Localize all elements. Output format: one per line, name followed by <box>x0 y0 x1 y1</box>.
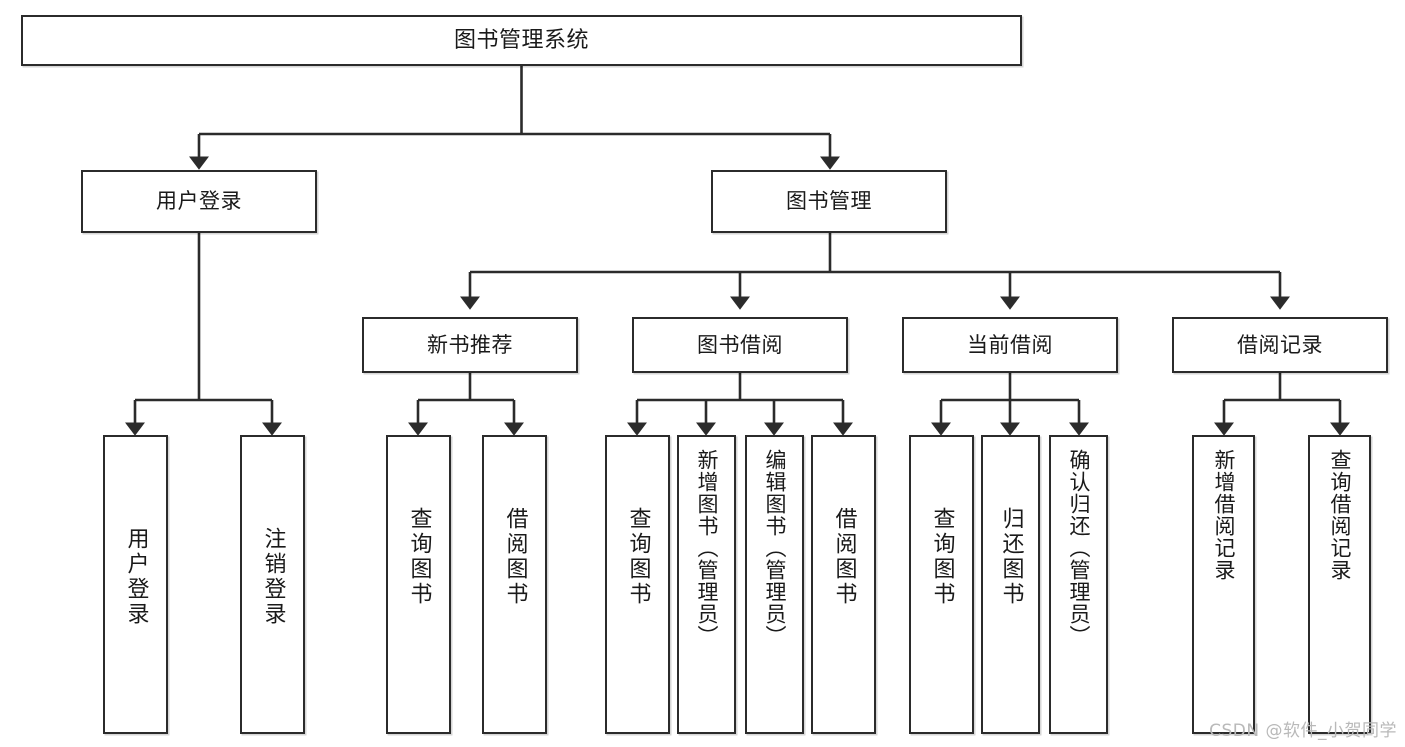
leaf-query-book-borrow[interactable]: 查询图书 <box>605 435 670 734</box>
leaf-edit-book-admin[interactable]: 编辑图书（管理员） <box>745 435 804 734</box>
node-label: 当前借阅 <box>967 332 1053 357</box>
node-root[interactable]: 图书管理系统 <box>21 15 1022 66</box>
node-label: 用户登录 <box>123 527 149 627</box>
node-label: 借阅图书 <box>831 507 857 607</box>
leaf-query-book-recommend[interactable]: 查询图书 <box>386 435 451 734</box>
node-label: 新增图书（管理员） <box>695 449 719 647</box>
node-label: 查询图书 <box>406 507 432 607</box>
node-label: 查询借阅记录 <box>1328 449 1352 581</box>
leaf-borrow-book[interactable]: 借阅图书 <box>811 435 876 734</box>
node-borrow-record[interactable]: 借阅记录 <box>1172 317 1388 373</box>
watermark: CSDN @软件_小贺同学 <box>1209 721 1397 741</box>
leaf-query-book-current[interactable]: 查询图书 <box>909 435 974 734</box>
leaf-add-book-admin[interactable]: 新增图书（管理员） <box>677 435 736 734</box>
node-label: 图书管理 <box>786 189 872 214</box>
node-book-management[interactable]: 图书管理 <box>711 170 947 233</box>
node-label: 确认归还（管理员） <box>1067 449 1091 647</box>
leaf-user-login[interactable]: 用户登录 <box>103 435 168 734</box>
leaf-logout[interactable]: 注销登录 <box>240 435 305 734</box>
node-label: 归还图书 <box>998 507 1024 607</box>
node-label: 借阅记录 <box>1237 332 1323 357</box>
node-label: 用户登录 <box>156 189 242 214</box>
node-label: 查询图书 <box>625 507 651 607</box>
leaf-borrow-book-recommend[interactable]: 借阅图书 <box>482 435 547 734</box>
leaf-query-borrow-record[interactable]: 查询借阅记录 <box>1308 435 1371 734</box>
node-label: 借阅图书 <box>502 507 528 607</box>
node-current-borrow[interactable]: 当前借阅 <box>902 317 1118 373</box>
leaf-confirm-return-admin[interactable]: 确认归还（管理员） <box>1049 435 1108 734</box>
node-label: 新增借阅记录 <box>1212 449 1236 581</box>
node-user-login[interactable]: 用户登录 <box>81 170 317 233</box>
leaf-return-book[interactable]: 归还图书 <box>981 435 1040 734</box>
node-label: 注销登录 <box>260 527 286 627</box>
node-label: 查询图书 <box>929 507 955 607</box>
node-label: 图书借阅 <box>697 332 783 357</box>
node-label: 新书推荐 <box>427 332 513 357</box>
node-label: 图书管理系统 <box>453 27 589 53</box>
node-label: 编辑图书（管理员） <box>763 449 787 647</box>
leaf-add-borrow-record[interactable]: 新增借阅记录 <box>1192 435 1255 734</box>
node-new-book-recommend[interactable]: 新书推荐 <box>362 317 578 373</box>
node-book-borrow[interactable]: 图书借阅 <box>632 317 848 373</box>
